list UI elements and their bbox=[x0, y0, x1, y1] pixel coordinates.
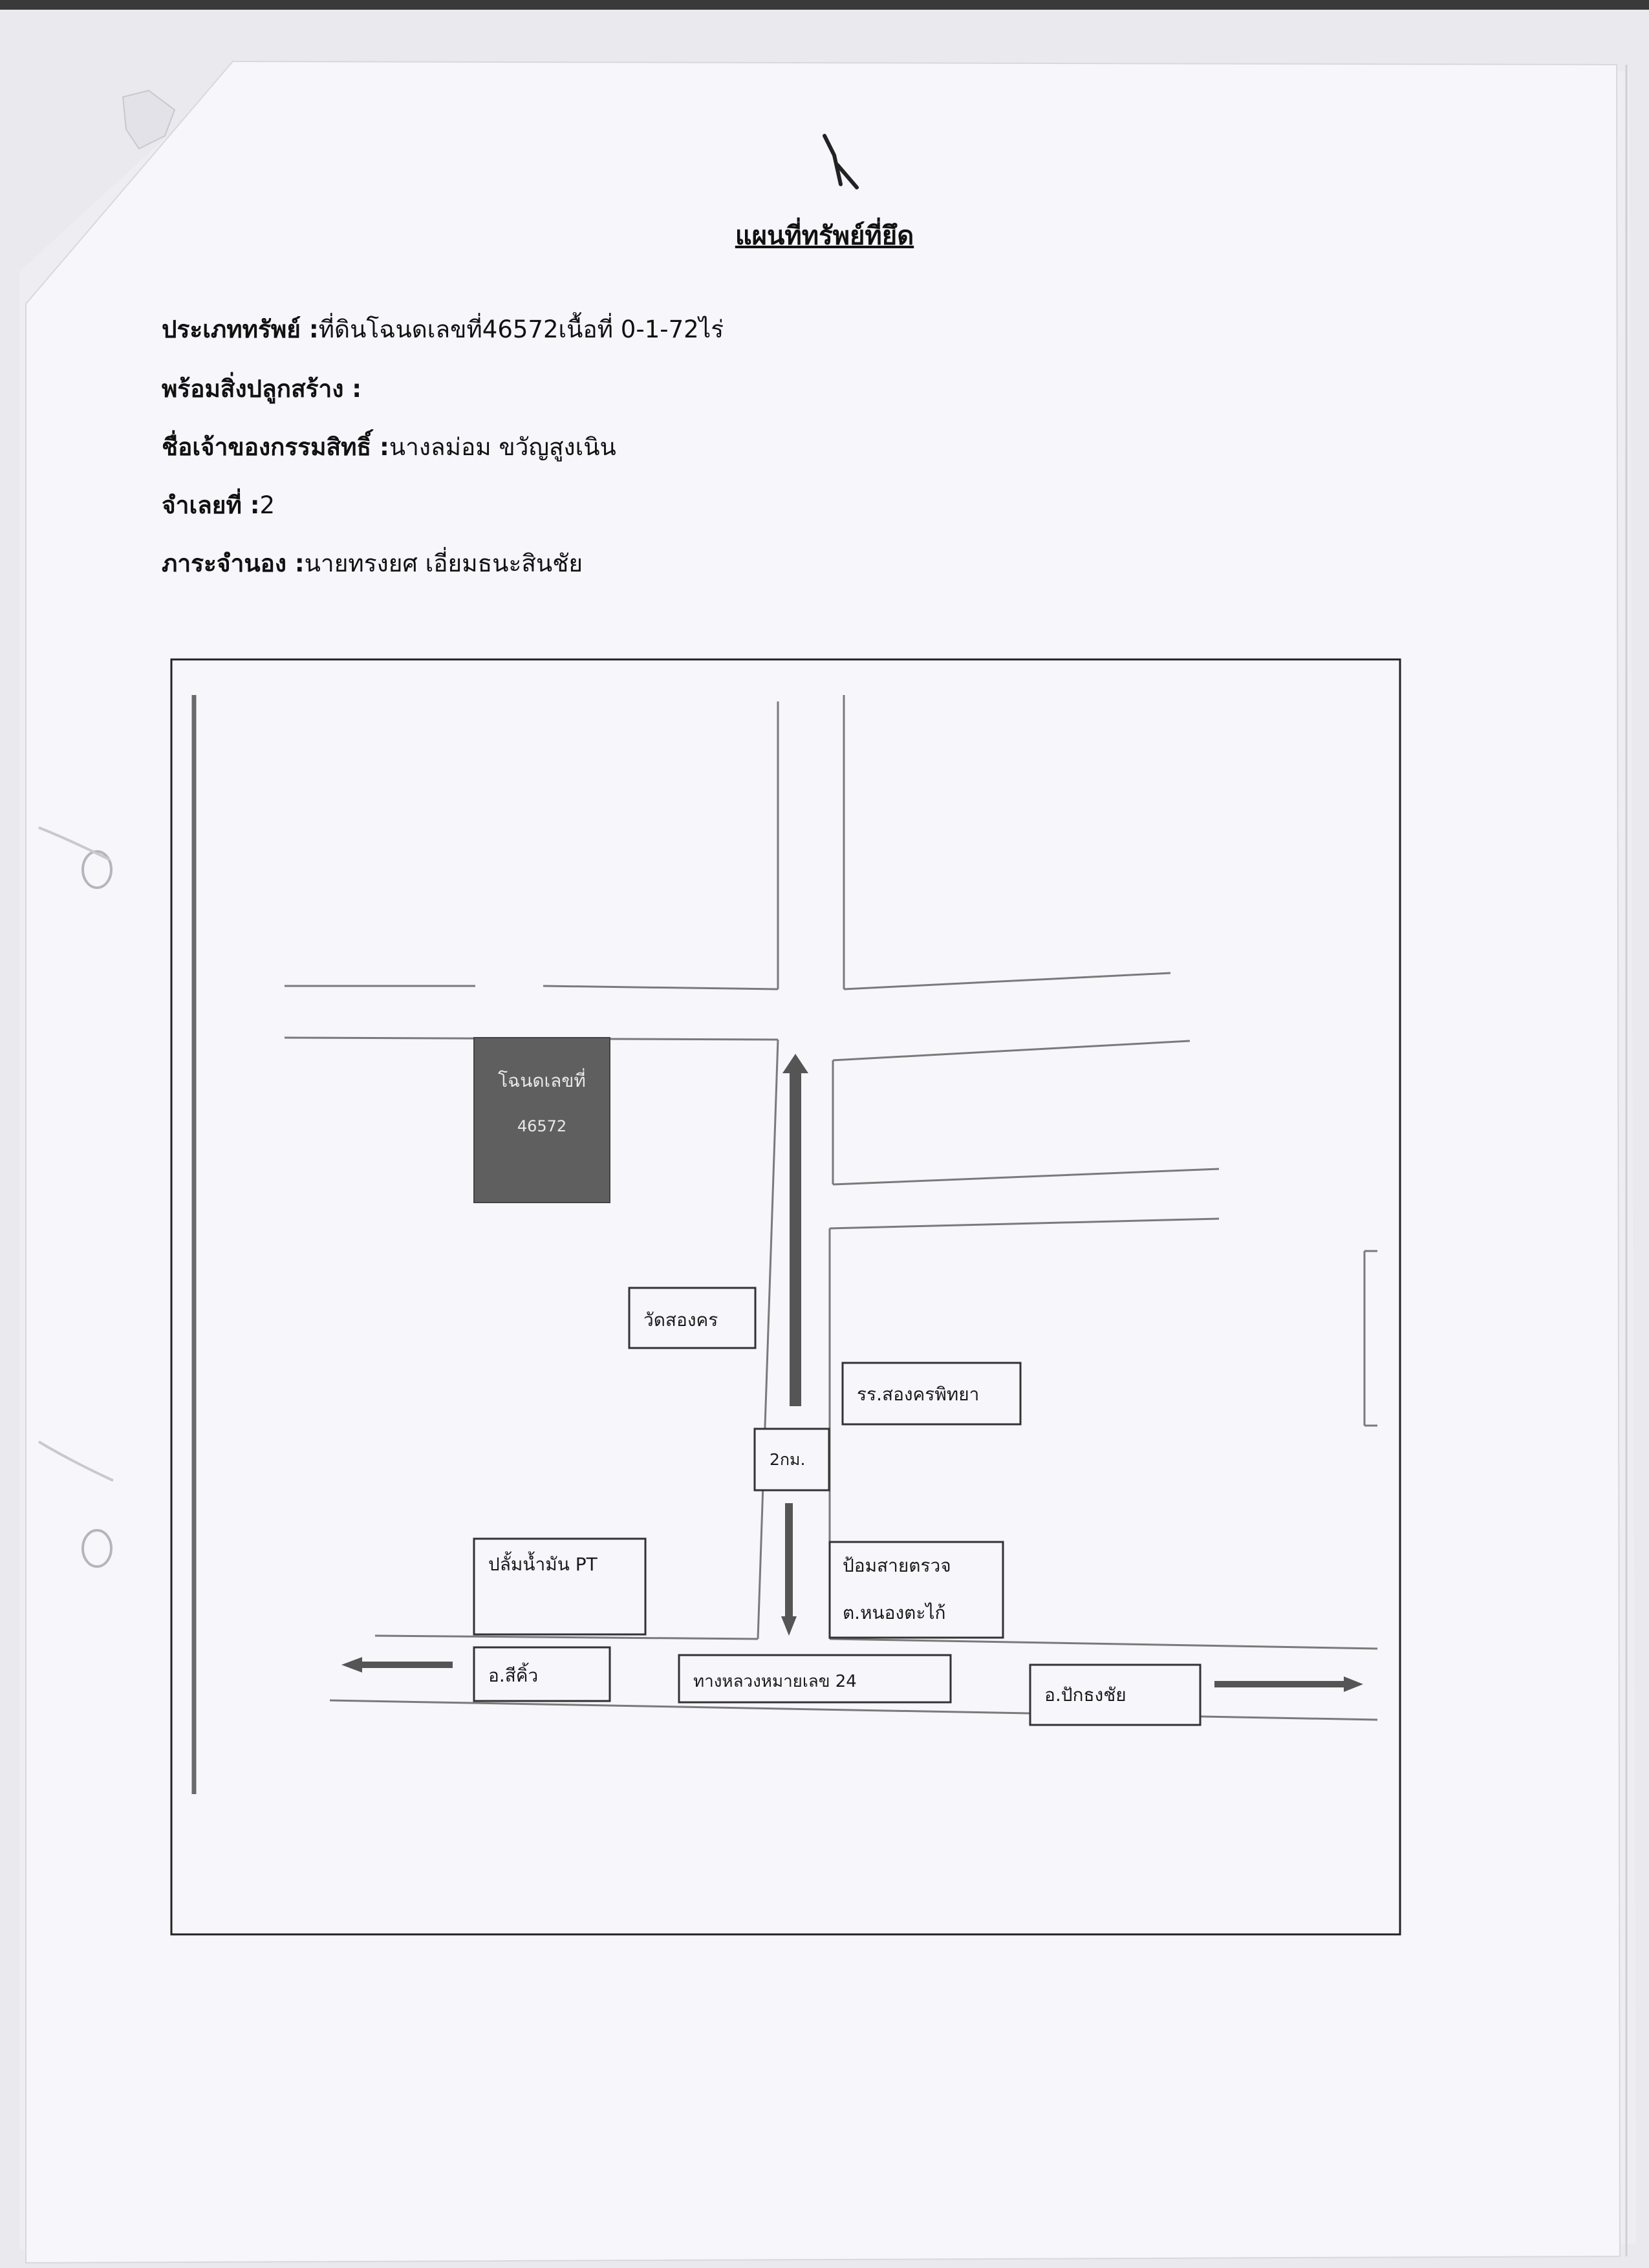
field-buildings: พร้อมสิ่งปลูกสร้าง : bbox=[162, 370, 361, 408]
south-arrow bbox=[781, 1503, 797, 1636]
field-defendant: จำเลยที่ :2 bbox=[162, 486, 275, 524]
field-value: นางลม่อม ขวัญสูงเนิน bbox=[389, 433, 616, 461]
binding-hole bbox=[81, 850, 113, 889]
field-label: ประเภททรัพย์ : bbox=[162, 316, 319, 343]
pen-mark bbox=[823, 134, 859, 189]
gas-station-box bbox=[473, 1537, 647, 1636]
school-box bbox=[841, 1362, 1022, 1426]
paper-sheet bbox=[25, 60, 1621, 2264]
temple-label: วัดสองคร bbox=[643, 1309, 718, 1331]
parcel-label-line2: 46572 bbox=[517, 1117, 567, 1135]
distance-label: 2กม. bbox=[770, 1450, 806, 1469]
field-mortgage: ภาระจำนอง :นายทรงยศ เอี่ยมธนะสินชัย bbox=[162, 544, 583, 583]
police-box bbox=[828, 1541, 1004, 1639]
distance-box bbox=[753, 1428, 830, 1492]
west-town-label: อ.สีคิ้ว bbox=[488, 1665, 539, 1686]
parcel-shape bbox=[473, 1037, 610, 1203]
highway-label: ทางหลวงหมายเลข 24 bbox=[693, 1672, 857, 1691]
highway-box bbox=[678, 1654, 952, 1704]
field-owner: ชื่อเจ้าของกรรมสิทธิ์ :นางลม่อม ขวัญสูงเ… bbox=[162, 428, 616, 466]
police-label-line1: ป้อมสายตรวจ bbox=[843, 1555, 951, 1576]
field-label: จำเลยที่ : bbox=[162, 491, 260, 519]
east-town-label: อ.ปักธงชัย bbox=[1044, 1684, 1126, 1706]
temple-box bbox=[628, 1287, 757, 1349]
field-value: นายทรงยศ เอี่ยมธนะสินชัย bbox=[304, 550, 583, 577]
east-town-box bbox=[1029, 1664, 1202, 1726]
field-value: ที่ดินโฉนดเลขที่46572เนื้อที่ 0-1-72ไร่ bbox=[318, 316, 724, 343]
field-value: 2 bbox=[259, 491, 275, 519]
field-label: ภาระจำนอง : bbox=[162, 550, 305, 577]
police-label-line2: ต.หนองตะไก้ bbox=[843, 1602, 946, 1623]
field-label: พร้อมสิ่งปลูกสร้าง : bbox=[162, 375, 362, 403]
binding-hole bbox=[81, 1529, 113, 1568]
map-frame bbox=[170, 658, 1401, 1936]
north-arrow bbox=[782, 1054, 808, 1406]
gas-station-label: ปลั้มน้ำมัน PT bbox=[488, 1554, 598, 1575]
east-arrow bbox=[1214, 1676, 1363, 1692]
field-property-type: ประเภททรัพย์ :ที่ดินโฉนดเลขที่46572เนื้อ… bbox=[162, 310, 724, 348]
page-title: แผนที่ทรัพย์ที่ยึด bbox=[735, 221, 914, 251]
west-town-box bbox=[473, 1646, 611, 1702]
field-label: ชื่อเจ้าของกรรมสิทธิ์ : bbox=[162, 433, 389, 461]
school-label: รร.สองครพิทยา bbox=[857, 1384, 980, 1405]
west-arrow bbox=[341, 1657, 453, 1673]
parcel-label-line1: โฉนดเลขที่ bbox=[498, 1070, 586, 1091]
